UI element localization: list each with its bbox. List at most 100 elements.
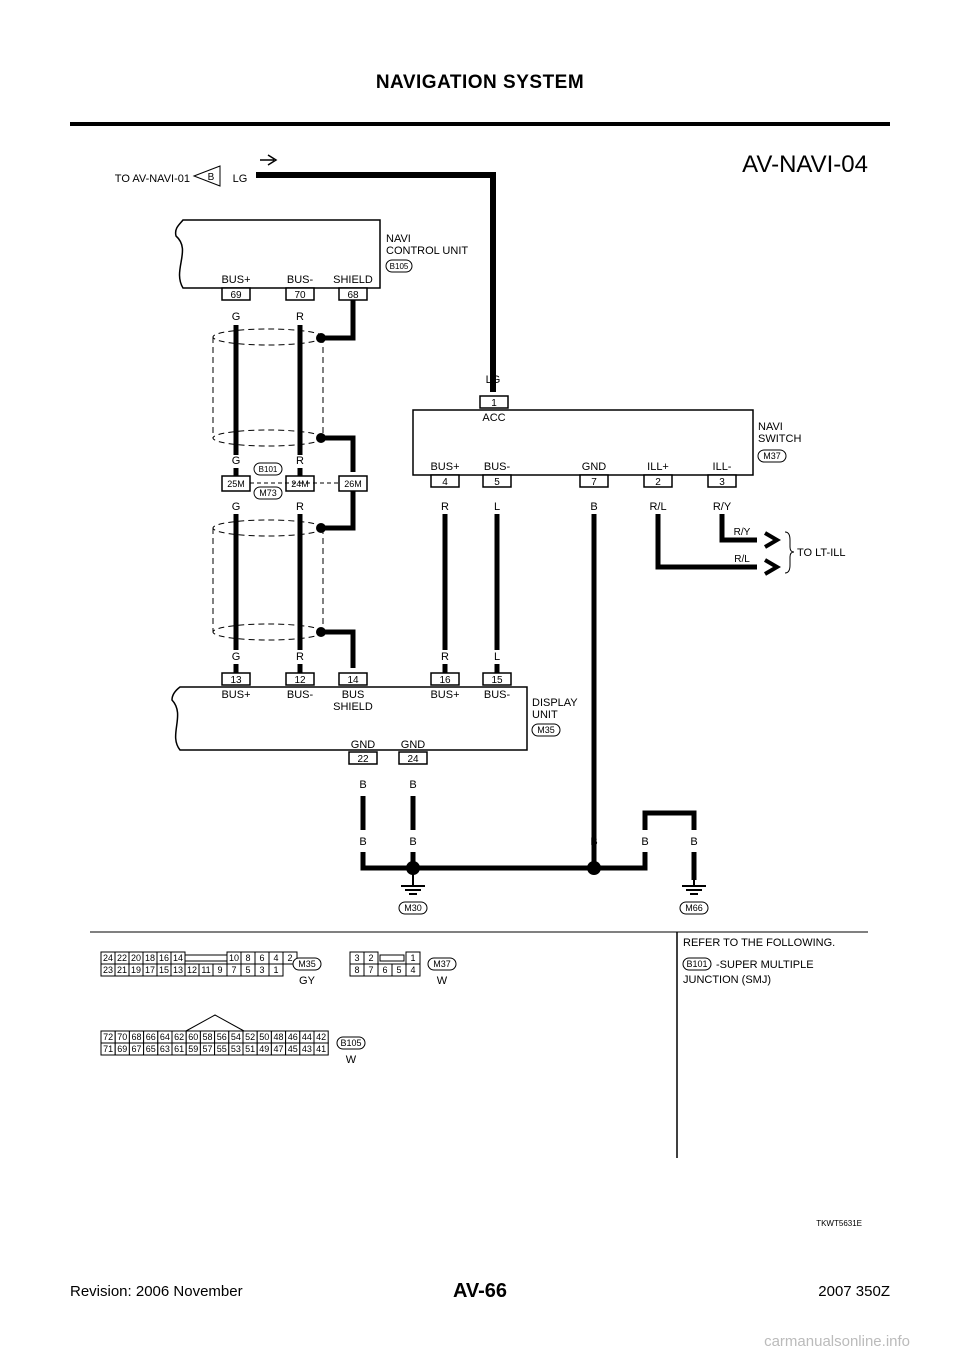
b105-pin-label: 56 bbox=[217, 1032, 227, 1042]
ncu-pin-label: BUS+ bbox=[221, 274, 250, 286]
m35-pin-label: 23 bbox=[103, 965, 113, 975]
wire-color: R/Y bbox=[713, 501, 732, 513]
m35-pin-label: 24 bbox=[103, 953, 113, 963]
switch-pin-label: GND bbox=[582, 461, 607, 473]
b105-pin-label: 47 bbox=[273, 1044, 283, 1054]
switch-acc-label: ACC bbox=[482, 412, 505, 424]
m35-pin-label: 21 bbox=[117, 965, 127, 975]
b105-pin-label: 60 bbox=[188, 1032, 198, 1042]
switch-connector-id: M37 bbox=[763, 451, 781, 461]
m35-pin-label: 13 bbox=[173, 965, 183, 975]
m35-pin-label: 14 bbox=[173, 953, 183, 963]
wire-color: R/Y bbox=[734, 527, 751, 538]
b105-pin-label: 44 bbox=[302, 1032, 312, 1042]
wire-color: R bbox=[296, 501, 304, 513]
m37-color: W bbox=[437, 975, 448, 987]
b105-pin-label: 72 bbox=[103, 1032, 113, 1042]
wire-color: R bbox=[441, 651, 449, 663]
b105-pin-label: 51 bbox=[245, 1044, 255, 1054]
wire-color: B bbox=[409, 779, 416, 791]
wire-color: L bbox=[494, 651, 500, 663]
wire-color: R/L bbox=[649, 501, 666, 513]
arrow-icon bbox=[763, 558, 781, 576]
wire-color: B bbox=[590, 836, 597, 848]
m37-pin-label: 1 bbox=[410, 953, 415, 963]
b105-pin-label: 67 bbox=[131, 1044, 141, 1054]
ncu-name-1: NAVI bbox=[386, 233, 411, 245]
m37-lock-tab bbox=[379, 954, 405, 962]
display-pin-num: 15 bbox=[491, 675, 503, 686]
wire-color: R bbox=[296, 651, 304, 663]
display-pin-label: BUS bbox=[342, 689, 365, 701]
m37-pin-label: 5 bbox=[396, 965, 401, 975]
b105-pin-label: 42 bbox=[316, 1032, 326, 1042]
m35-pin-label: 20 bbox=[131, 953, 141, 963]
ground-icon bbox=[681, 875, 707, 895]
display-pin-label: BUS- bbox=[287, 689, 314, 701]
wire-color: B bbox=[690, 836, 697, 848]
display-pin-num: 13 bbox=[230, 675, 242, 686]
m35-pin-label: 1 bbox=[273, 965, 278, 975]
switch-name-1: NAVI bbox=[758, 421, 783, 433]
m37-pin-label: 3 bbox=[354, 953, 359, 963]
display-pin-label: BUS- bbox=[484, 689, 511, 701]
wire-color: B bbox=[409, 836, 416, 848]
b105-pin-label: 54 bbox=[231, 1032, 241, 1042]
wire-color: L bbox=[494, 501, 500, 513]
m35-color: GY bbox=[299, 975, 316, 987]
switch-pin-num: 7 bbox=[591, 477, 597, 488]
switch-pin-num: 2 bbox=[655, 477, 661, 488]
ground-id: M30 bbox=[404, 903, 422, 913]
b105-pin-label: 70 bbox=[117, 1032, 127, 1042]
ncu-pin-label: SHIELD bbox=[333, 274, 373, 286]
b105-pin-label: 50 bbox=[259, 1032, 269, 1042]
ncu-connector-id: B105 bbox=[390, 262, 409, 271]
wire-color: G bbox=[232, 651, 241, 663]
m35-pin-label: 11 bbox=[201, 965, 210, 975]
b105-pin-label: 63 bbox=[160, 1044, 170, 1054]
connector-arrow-icon bbox=[192, 165, 221, 187]
shielded-wires-upper bbox=[212, 300, 356, 472]
b105-pin-label: 55 bbox=[217, 1044, 227, 1054]
wire-color: G bbox=[232, 311, 241, 323]
display-pin-label: BUS+ bbox=[430, 689, 459, 701]
b105-pin-label: 43 bbox=[302, 1044, 312, 1054]
to-navi01-wire-color: LG bbox=[233, 173, 248, 185]
m37-pin-label: 8 bbox=[354, 965, 359, 975]
b105-pin-label: 65 bbox=[146, 1044, 156, 1054]
display-name-2: UNIT bbox=[532, 709, 558, 721]
b105-pin-label: 61 bbox=[174, 1044, 184, 1054]
display-pin-label: BUS+ bbox=[221, 689, 250, 701]
m35-pin-label: 19 bbox=[131, 965, 141, 975]
display-pin-num: 16 bbox=[439, 675, 451, 686]
shielded-wires-lower bbox=[212, 491, 356, 668]
b105-pin-label: 45 bbox=[288, 1044, 298, 1054]
smj-connector-bottom: M73 bbox=[259, 488, 277, 498]
ncu-pin-num: 69 bbox=[230, 290, 242, 301]
b105-pin-label: 48 bbox=[273, 1032, 283, 1042]
m35-pin-label: 18 bbox=[145, 953, 155, 963]
m35-pin-label: 2 bbox=[287, 953, 292, 963]
b105-color: W bbox=[346, 1054, 357, 1066]
display-gnd-label: GND bbox=[401, 739, 426, 751]
switch-name-2: SWITCH bbox=[758, 433, 801, 445]
diagram-id: AV-NAVI-04 bbox=[742, 151, 868, 178]
refer-text-1: -SUPER MULTIPLE bbox=[716, 959, 814, 971]
switch-pin-label: BUS- bbox=[484, 461, 511, 473]
b105-pin-label: 58 bbox=[202, 1032, 212, 1042]
display-gnd-pin: 24 bbox=[407, 754, 419, 765]
navi-control-unit-box bbox=[174, 219, 381, 289]
b105-pin-label: 57 bbox=[202, 1044, 212, 1054]
ncu-pin-num: 70 bbox=[294, 290, 306, 301]
b105-pin-label: 71 bbox=[103, 1044, 113, 1054]
lt-ill-label: TO LT-ILL bbox=[797, 547, 846, 559]
footer-page-number: AV-66 bbox=[452, 1280, 508, 1302]
watermark: carmanualsonline.info bbox=[764, 1333, 910, 1350]
wire-color: LG bbox=[486, 374, 501, 386]
refer-text-2: JUNCTION (SMJ) bbox=[683, 974, 771, 986]
smj-pin-num: 26M bbox=[344, 479, 362, 489]
smj-connector-top: B101 bbox=[259, 465, 278, 474]
